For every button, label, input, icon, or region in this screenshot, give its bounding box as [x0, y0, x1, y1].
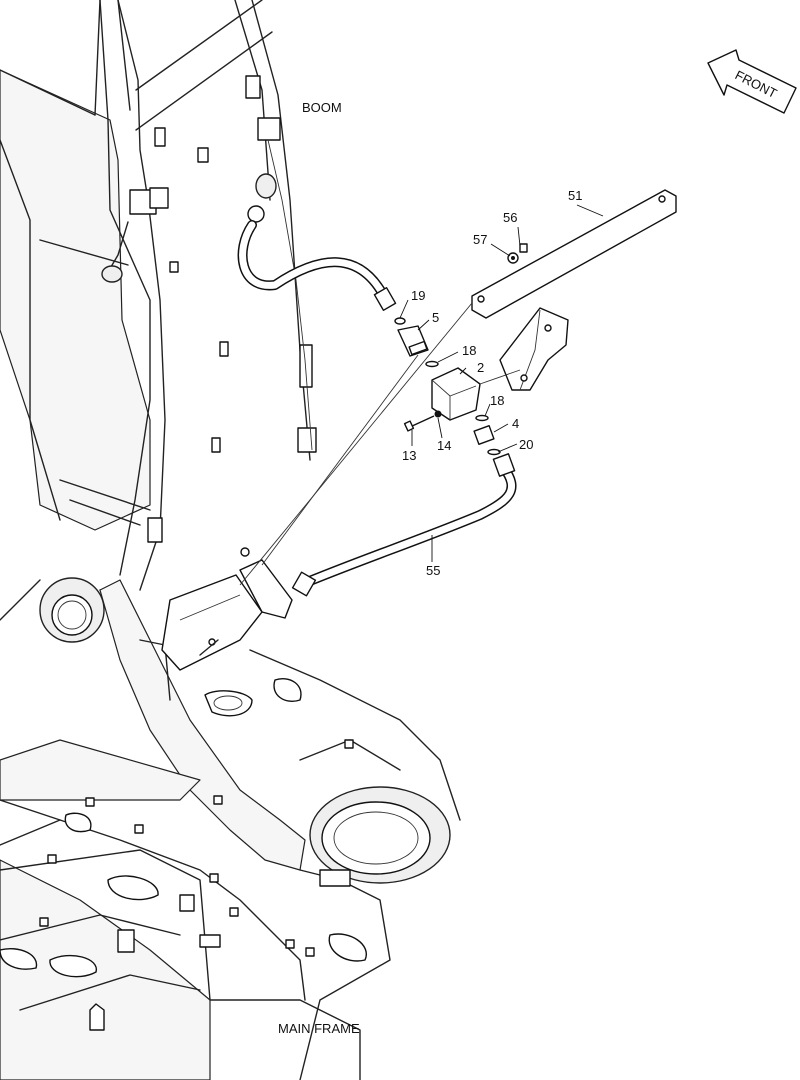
callout-4: 4 [512, 416, 519, 431]
leader-lines [239, 204, 604, 586]
callout-18-upper: 18 [462, 343, 476, 358]
valve-assembly [394, 317, 501, 456]
callout-19: 19 [411, 288, 425, 303]
callout-13: 13 [402, 448, 416, 463]
main-frame [0, 649, 461, 1080]
upper-hose [237, 220, 397, 311]
lower-hose-55 [291, 453, 517, 597]
callout-56: 56 [503, 210, 517, 225]
callout-20: 20 [519, 437, 533, 452]
callouts: 51 56 57 19 5 18 2 18 4 20 13 14 55 [402, 188, 582, 578]
lower-valve [161, 547, 293, 671]
callout-2: 2 [477, 360, 484, 375]
boom-structure [0, 0, 317, 871]
callout-51: 51 [568, 188, 582, 203]
main-frame-label: MAIN FRAME [278, 1021, 360, 1036]
callout-57: 57 [473, 232, 487, 247]
mount-bracket [499, 307, 569, 391]
callout-14: 14 [437, 438, 451, 453]
plate-51 [471, 189, 677, 319]
front-arrow-icon: FRONT [707, 49, 797, 114]
boom-label: BOOM [302, 100, 342, 115]
callout-55: 55 [426, 563, 440, 578]
callout-5: 5 [432, 310, 439, 325]
callout-18-lower: 18 [490, 393, 504, 408]
